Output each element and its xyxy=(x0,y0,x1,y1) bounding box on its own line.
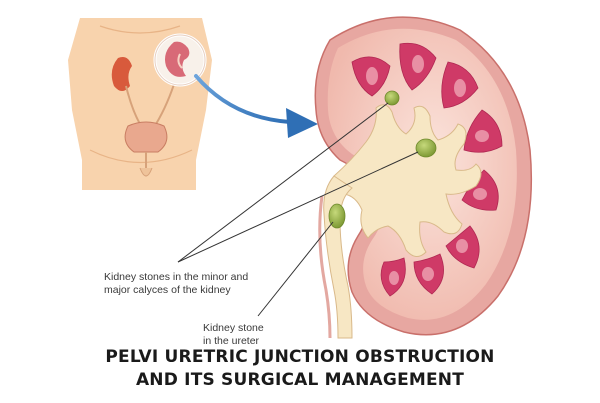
title-line-2: AND ITS SURGICAL MANAGEMENT xyxy=(135,370,465,390)
title-line-1: PELVI URETRIC JUNCTION OBSTRUCTION xyxy=(105,347,495,367)
stone-major-calyx xyxy=(415,138,437,158)
page-title: PELVI URETRIC JUNCTION OBSTRUCTION AND I… xyxy=(0,346,600,392)
label-calyces-stones: Kidney stones in the minor and major cal… xyxy=(104,271,249,296)
renal-pelvis xyxy=(333,104,482,257)
leader-lines xyxy=(177,102,419,317)
kidney-cross-section xyxy=(314,16,533,339)
inset-bladder xyxy=(124,121,168,153)
label-ureter-stone: Kidney stone in the ureter xyxy=(203,322,264,347)
pointer-arrow xyxy=(194,74,318,138)
inset-left-kidney xyxy=(111,57,132,91)
stone-minor-calyx xyxy=(384,90,400,106)
inset-small-kidney xyxy=(165,41,190,77)
torso-inset xyxy=(68,18,212,190)
